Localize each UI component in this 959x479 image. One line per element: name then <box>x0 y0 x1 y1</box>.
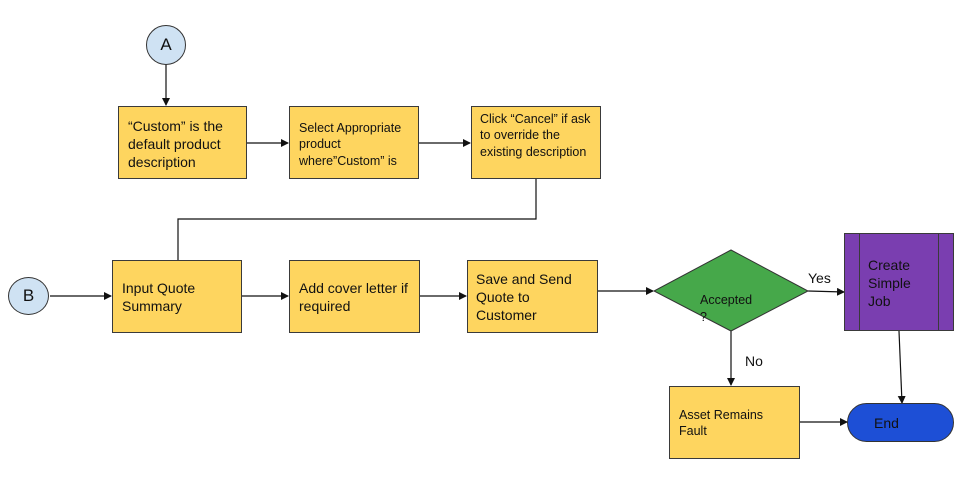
yes-text: Yes <box>808 270 831 286</box>
create-job-text: Create Simple Job <box>868 257 911 310</box>
click-cancel-text: Click “Cancel” if ask to override the ex… <box>480 112 591 159</box>
input-summary-box: Input Quote Summary <box>112 260 242 333</box>
decision-text: Accepted ? <box>700 293 753 324</box>
yes-label: Yes <box>808 270 831 286</box>
decision-label: Accepted ? <box>700 276 770 325</box>
click-cancel-box: Click “Cancel” if ask to override the ex… <box>471 106 601 179</box>
custom-default-text: “Custom” is the default product descript… <box>128 118 223 171</box>
end-terminal: End <box>847 403 954 442</box>
select-product-box: Select Appropriate product where”Custom”… <box>289 106 419 179</box>
save-send-text: Save and Send Quote to Customer <box>476 271 572 324</box>
asset-fault-text: Asset Remains Fault <box>679 408 764 439</box>
add-cover-text: Add cover letter if required <box>299 280 408 315</box>
decision-diamond <box>652 249 810 332</box>
create-job-inner: Create Simple Job <box>859 234 939 330</box>
connector-a-label: A <box>160 35 172 54</box>
line-cancel-to-input <box>177 178 537 260</box>
asset-fault-box: Asset Remains Fault <box>669 386 800 459</box>
input-summary-text: Input Quote Summary <box>122 280 196 315</box>
connector-a: A <box>146 25 186 65</box>
end-text: End <box>874 414 899 431</box>
no-text: No <box>745 353 763 369</box>
arrow-yes-to-job <box>807 287 845 296</box>
no-label: No <box>745 353 763 369</box>
add-cover-box: Add cover letter if required <box>289 260 420 333</box>
select-product-text: Select Appropriate product where”Custom”… <box>299 121 402 168</box>
connector-b-label: B <box>22 286 35 305</box>
connector-b: B <box>8 277 49 315</box>
create-job-process: Create Simple Job <box>844 233 954 331</box>
arrow-job-to-end <box>897 330 906 404</box>
custom-default-box: “Custom” is the default product descript… <box>118 106 247 179</box>
save-send-box: Save and Send Quote to Customer <box>467 260 598 333</box>
